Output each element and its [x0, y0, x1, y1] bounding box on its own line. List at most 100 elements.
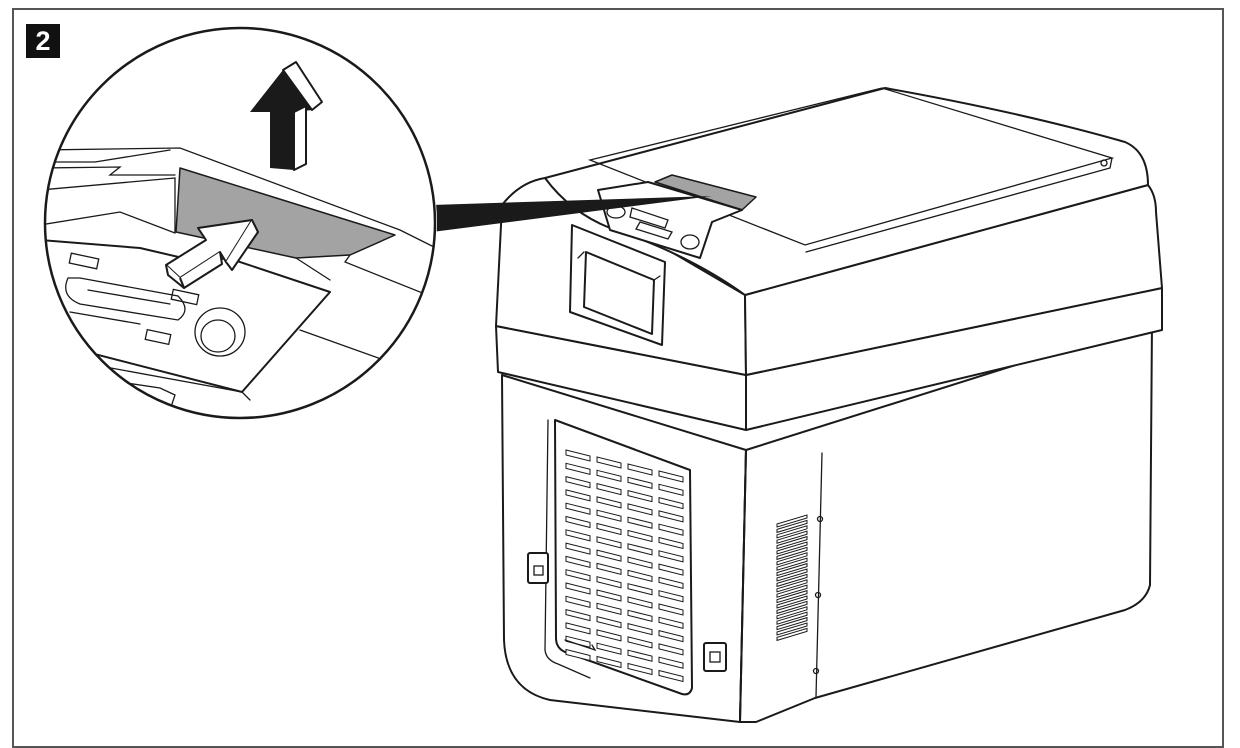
vent-slat — [658, 550, 684, 563]
cooler-box — [495, 87, 1163, 723]
upper-right-face — [744, 184, 1163, 376]
vent-slat — [658, 536, 684, 550]
vent-slat — [627, 543, 653, 556]
vent-slat — [565, 622, 591, 635]
vent-slat — [565, 515, 591, 529]
side-vent-slat — [776, 579, 808, 593]
vent-slat — [658, 576, 684, 590]
vent-slat — [627, 556, 653, 569]
side-vent-slat — [776, 573, 808, 588]
vent-slat — [658, 629, 684, 643]
vent-slat — [565, 595, 591, 608]
vent-slat — [658, 590, 684, 603]
vent-slat — [596, 522, 622, 536]
vent-slat — [565, 475, 591, 489]
vent-slat — [658, 656, 684, 669]
side-vent-slat — [776, 552, 808, 566]
vent-slat — [627, 649, 653, 662]
side-vent-slat — [776, 568, 808, 582]
vent-slat — [627, 569, 653, 583]
lift-arrow — [250, 61, 323, 171]
vent-slat — [627, 529, 653, 543]
power-socket-right — [703, 642, 727, 672]
vent-slat — [596, 536, 622, 549]
side-vent-slat — [776, 584, 808, 598]
vent-slat — [627, 622, 653, 636]
vent-slat — [565, 449, 591, 462]
detail-magnifier — [43, 26, 437, 420]
vent-slat — [596, 549, 622, 562]
vent-slat — [627, 463, 653, 476]
vent-slat — [658, 496, 684, 510]
side-vent-slat — [776, 530, 808, 544]
side-vent-slat — [776, 562, 808, 577]
vent-slat — [565, 502, 591, 515]
side-vent-slat — [776, 535, 808, 550]
side-vent-slat — [776, 541, 808, 555]
vent-slat — [596, 615, 622, 629]
vent-slat — [596, 456, 622, 469]
vent-slat — [627, 596, 653, 609]
side-vent-slat — [776, 606, 808, 620]
side-vent-slat — [776, 595, 808, 609]
vent-slat — [627, 503, 653, 516]
side-vent-slat — [776, 622, 808, 636]
vent-slat — [658, 603, 684, 616]
vent-slat — [596, 602, 622, 615]
vent-slat — [627, 609, 653, 622]
vent-slat — [627, 489, 653, 503]
vent-slat — [627, 516, 653, 529]
step-number-badge: 2 — [26, 24, 60, 58]
vent-slat — [596, 642, 622, 655]
vent-slat — [565, 635, 591, 648]
side-vent-slat — [776, 589, 808, 604]
side-vent-slat — [776, 600, 808, 615]
vent-slat — [658, 483, 684, 496]
vent-slat — [658, 616, 684, 629]
side-vent-slat — [776, 557, 808, 571]
vent-slat — [596, 629, 622, 642]
vent-slat — [596, 655, 622, 669]
vent-slat — [658, 470, 684, 483]
vent-slat — [596, 576, 622, 589]
vent-slat — [658, 510, 684, 523]
vent-slat — [565, 542, 591, 555]
side-vent-slat — [776, 611, 808, 625]
vent-slat — [596, 562, 622, 576]
vent-slat — [596, 589, 622, 602]
vent-slat — [658, 563, 684, 576]
side-vent — [776, 514, 808, 642]
vent-slat — [565, 529, 591, 542]
side-vent-slat — [776, 546, 808, 561]
vent-slat — [565, 489, 591, 502]
body-right-face — [739, 321, 1153, 723]
callout-pointer — [432, 196, 712, 232]
vent-slat — [565, 608, 591, 622]
vent-slat — [658, 669, 684, 683]
side-vent-slat — [776, 525, 808, 539]
vent-panel — [554, 419, 693, 696]
vent-slat — [565, 582, 591, 595]
vent-slat — [596, 496, 622, 509]
side-vent-slat — [776, 627, 808, 642]
vent-slat — [565, 569, 591, 582]
side-vent-slat — [776, 519, 808, 534]
vent-slats — [565, 449, 684, 683]
vent-slat — [627, 636, 653, 649]
vent-slat — [627, 476, 653, 489]
side-vent-slat — [776, 514, 808, 528]
vent-slat — [658, 523, 684, 536]
vent-slat — [596, 482, 622, 496]
push-arrow — [165, 219, 259, 289]
vent-slat — [627, 662, 653, 676]
side-vent-slat — [776, 616, 808, 631]
power-socket-left — [527, 552, 549, 584]
vent-slat — [596, 509, 622, 522]
vent-slat — [658, 643, 684, 656]
vent-slat — [565, 648, 591, 662]
vent-slat — [596, 469, 622, 482]
vent-slat — [627, 583, 653, 596]
vent-slat — [565, 462, 591, 475]
vent-slat — [565, 555, 591, 569]
